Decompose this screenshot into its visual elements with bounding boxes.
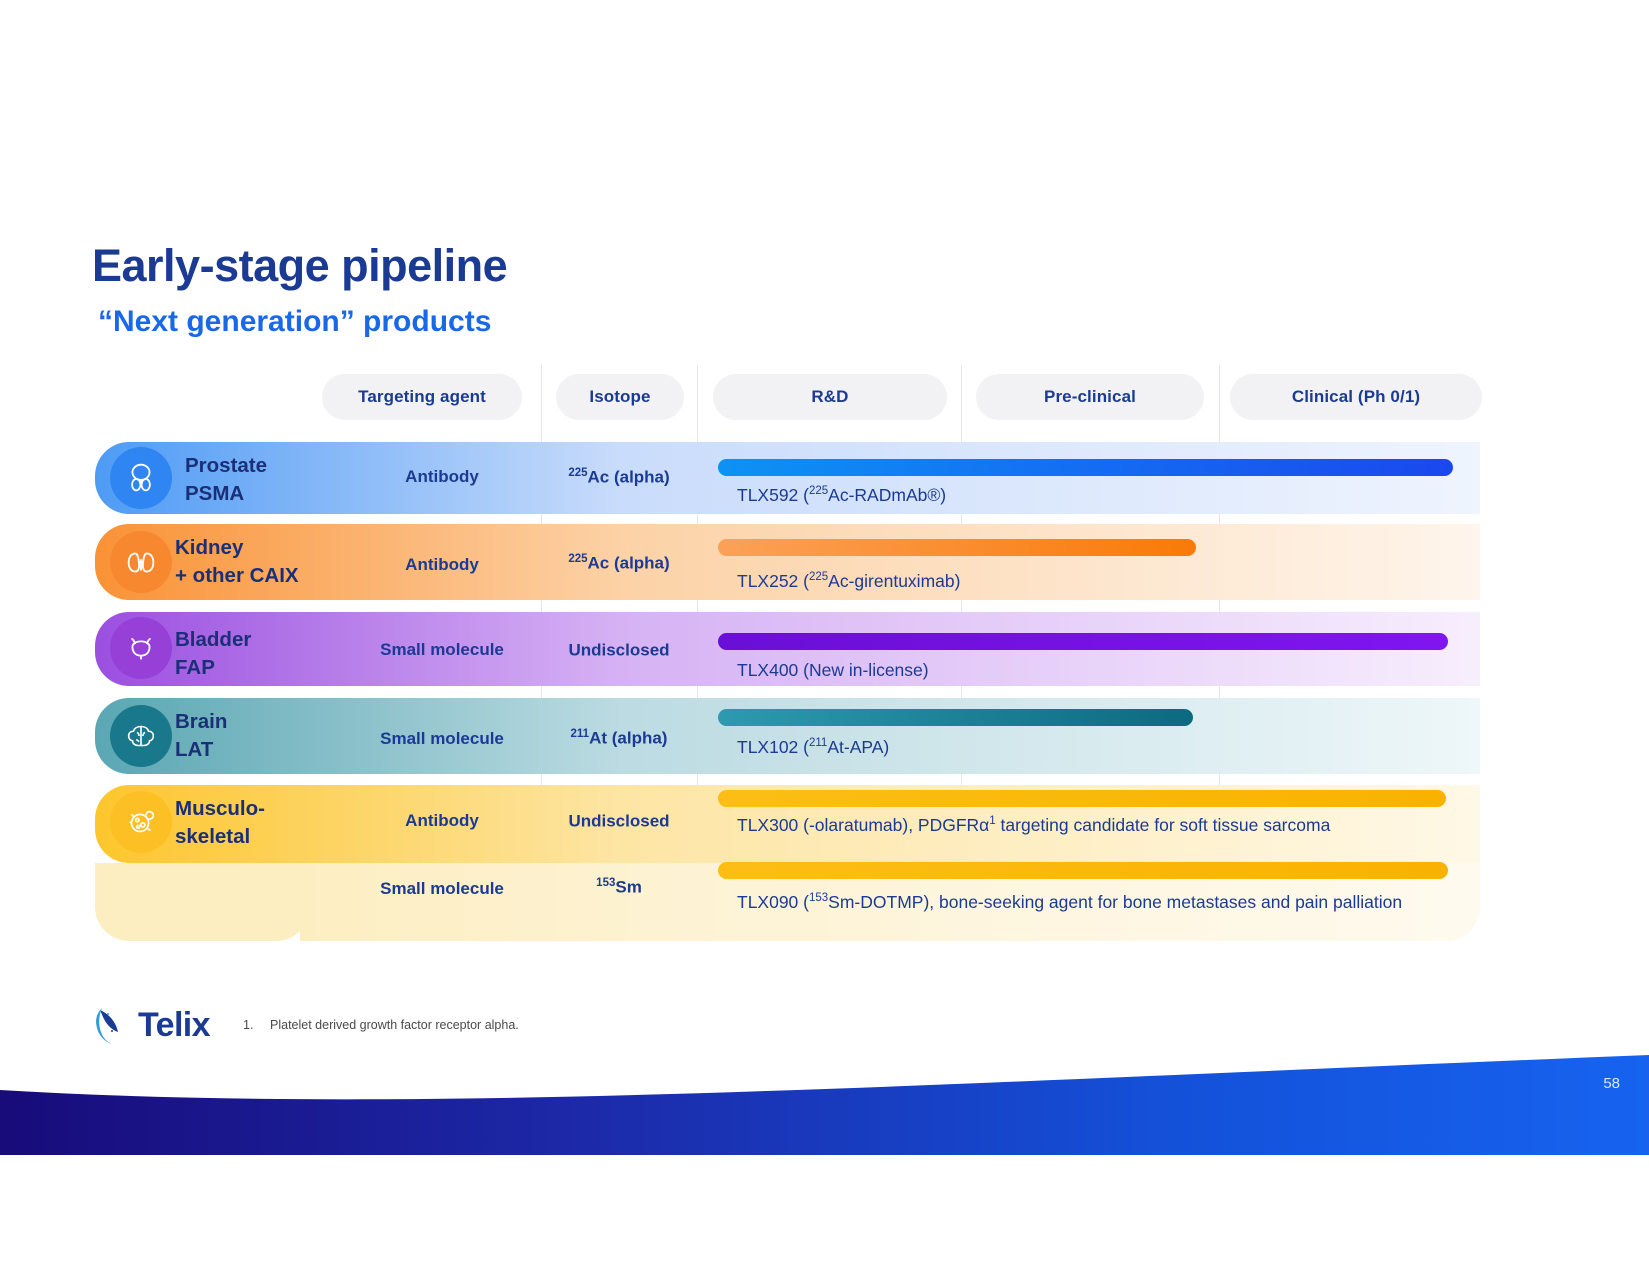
cell-agent-musculoskeletal: Antibody	[405, 811, 479, 830]
cell-agent-kidney: Antibody	[405, 555, 479, 574]
cell-isotope-musculoskeletal: Undisclosed	[568, 811, 670, 831]
bar-label-tlx252: TLX252 (225Ac-girentuximab)	[737, 571, 961, 591]
bar-tlx300	[718, 790, 1446, 807]
bar-tlx252	[718, 539, 1196, 556]
row-label-kidney: Kidney + other CAIX	[175, 536, 299, 587]
page-number: 58	[1603, 1075, 1620, 1092]
footnote-text: Platelet derived growth factor receptor …	[270, 1018, 519, 1032]
column-header-clinical: Clinical (Ph 0/1)	[1230, 374, 1482, 420]
telix-logo-icon	[96, 1008, 118, 1044]
cell-agent-musculoskeletal-sub: Small molecule	[380, 879, 504, 898]
bar-label-tlx090: TLX090 (153Sm-DOTMP), bone-seeking agent…	[737, 892, 1403, 912]
row-band-musculoskeletal-notch	[95, 863, 310, 941]
row-band-kidney	[95, 524, 1480, 600]
row-band-prostate	[95, 442, 1480, 514]
cell-agent-bladder: Small molecule	[380, 640, 504, 659]
footer-wave	[0, 1055, 1649, 1155]
cell-isotope-brain: 211At (alpha)	[570, 728, 668, 748]
bar-tlx102	[718, 709, 1193, 726]
column-header-isotope: Isotope	[556, 374, 684, 420]
bar-label-tlx102: TLX102 (211At-APA)	[737, 737, 890, 757]
telix-logo: Telix	[88, 1002, 211, 1048]
row-label-bladder: Bladder FAP	[175, 628, 252, 679]
row-label-prostate: Prostate PSMA	[185, 454, 268, 505]
cell-isotope-prostate: 225Ac (alpha)	[568, 467, 670, 487]
bar-tlx400	[718, 633, 1448, 650]
row-label-brain: Brain LAT	[175, 710, 228, 761]
cell-isotope-kidney: 225Ac (alpha)	[568, 553, 670, 573]
cell-isotope-musculoskeletal-sub: 153Sm	[596, 877, 642, 897]
cell-agent-brain: Small molecule	[380, 729, 504, 748]
column-header-preclinical: Pre-clinical	[976, 374, 1204, 420]
musculoskeletal-icon	[110, 791, 172, 853]
column-header-targeting-agent: Targeting agent	[322, 374, 522, 420]
telix-logo-text: Telix	[138, 1005, 211, 1044]
bar-label-tlx300: TLX300 (-olaratumab), PDGFRα1 targeting …	[737, 815, 1331, 835]
kidney-icon	[110, 531, 172, 593]
row-label-musculoskeletal: Musculo- skeletal	[175, 797, 265, 848]
cell-agent-prostate: Antibody	[405, 467, 479, 486]
cell-isotope-bladder: Undisclosed	[568, 640, 670, 660]
column-header-rd: R&D	[713, 374, 947, 420]
brain-icon	[110, 705, 172, 767]
bar-label-tlx400: TLX400 (New in-license)	[737, 660, 929, 680]
bladder-icon	[110, 617, 172, 679]
prostate-icon	[110, 447, 172, 509]
bar-tlx090	[718, 862, 1448, 879]
page-subtitle: “Next generation” products	[98, 305, 492, 338]
bar-label-tlx592: TLX592 (225Ac-RADmAb®)	[737, 485, 947, 505]
page-title: Early-stage pipeline	[92, 240, 508, 291]
bar-tlx592	[718, 459, 1453, 476]
footnote-number: 1.	[243, 1018, 254, 1032]
